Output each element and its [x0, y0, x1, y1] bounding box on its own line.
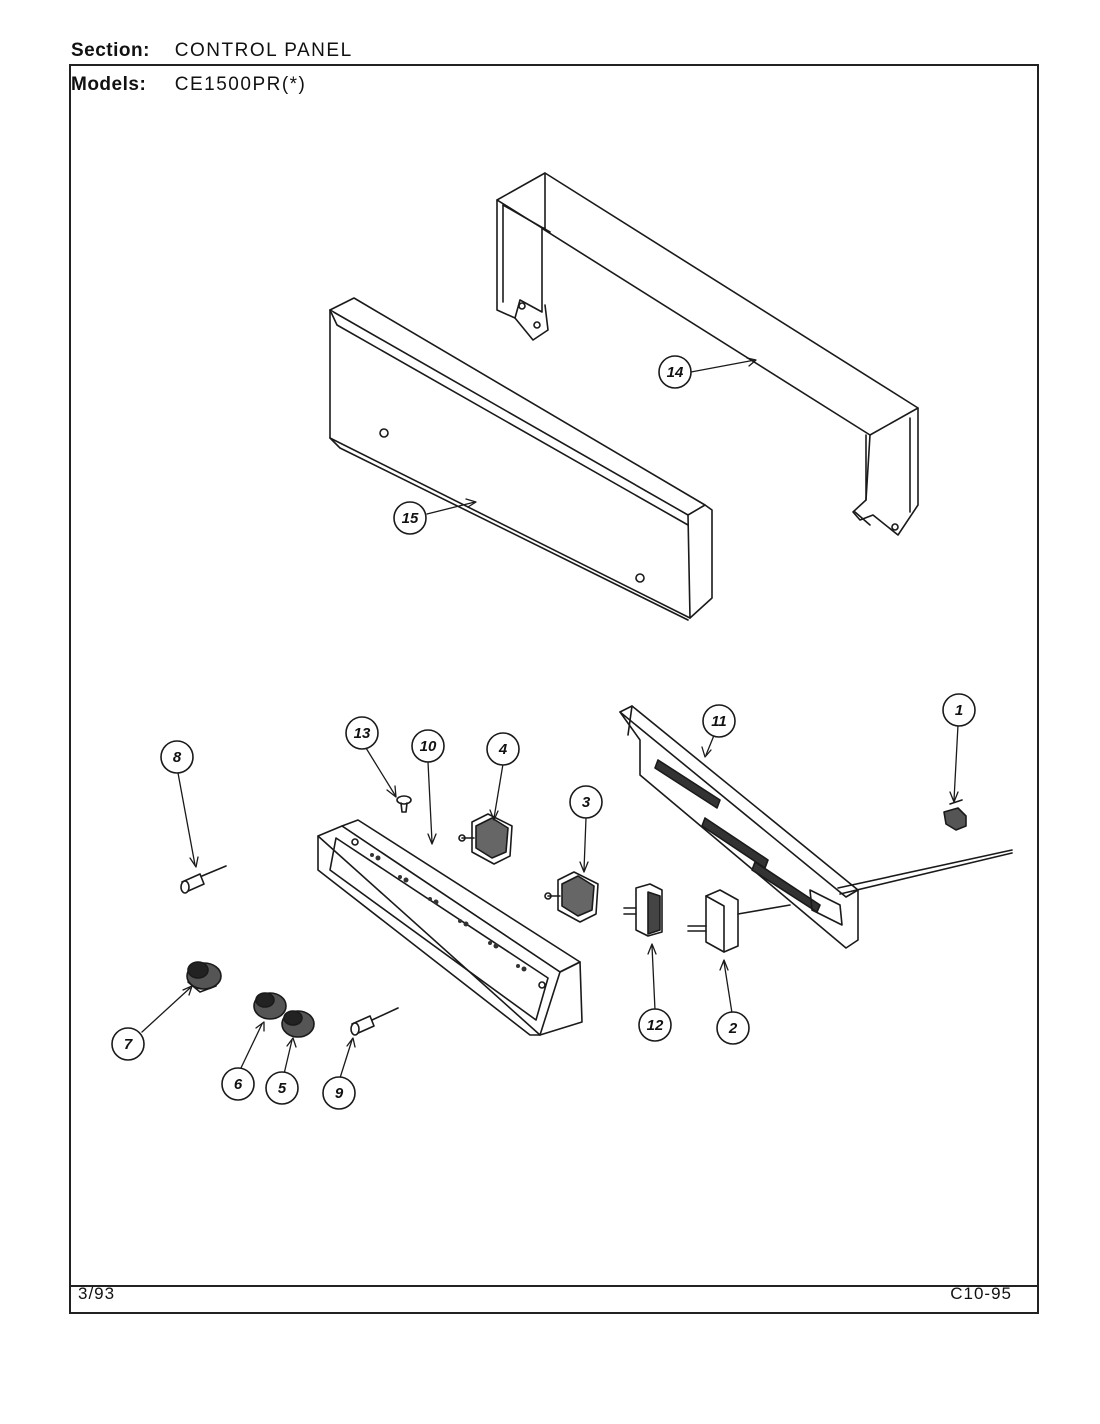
part-5-knob — [281, 1010, 315, 1038]
callout-4: 4 — [486, 732, 520, 766]
part-10-panel-bezel — [317, 819, 583, 1036]
callout-3: 3 — [569, 785, 603, 819]
part-8-indicator-light — [180, 865, 227, 894]
callout-3-label: 3 — [582, 794, 591, 811]
callout-9: 9 — [322, 1076, 356, 1110]
part-12-push-switch — [623, 883, 663, 937]
part-6-knob — [253, 992, 287, 1020]
callout-4-label: 4 — [498, 741, 508, 758]
part-9-indicator-light — [350, 1007, 399, 1036]
callout-15: 15 — [393, 501, 427, 535]
callout-11-label: 11 — [711, 713, 727, 730]
callout-5: 5 — [265, 1071, 299, 1105]
section-value: CONTROL PANEL — [174, 40, 353, 61]
callout-6-label: 6 — [234, 1076, 243, 1093]
callout-7-label: 7 — [124, 1036, 133, 1053]
section-row: Section: CONTROL PANEL — [71, 40, 353, 62]
callout-1: 1 — [942, 693, 976, 727]
section-label: Section: — [71, 40, 150, 61]
part-1-clip — [943, 799, 967, 831]
callout-13-label: 13 — [354, 725, 371, 742]
callout-13: 13 — [345, 716, 379, 750]
part-3-rotary-switch — [544, 871, 599, 923]
callout-6: 6 — [221, 1067, 255, 1101]
callout-5-label: 5 — [278, 1080, 287, 1097]
models-row: Models: CE1500PR(*) — [71, 74, 306, 96]
part-11-switch-bracket — [619, 705, 1013, 949]
callout-8: 8 — [160, 740, 194, 774]
footer-date: 3/93 — [78, 1284, 116, 1303]
callout-2: 2 — [716, 1011, 750, 1045]
callout-2-label: 2 — [728, 1020, 738, 1037]
callout-10-label: 10 — [420, 738, 437, 755]
callout-11: 11 — [702, 704, 736, 738]
callout-7: 7 — [111, 1027, 145, 1061]
diagram-frame — [69, 64, 1039, 1314]
callout-9-label: 9 — [335, 1085, 344, 1102]
part-4-rotary-switch — [458, 813, 513, 865]
models-label: Models: — [71, 74, 147, 95]
callout-12-label: 12 — [647, 1017, 664, 1034]
models-value: CE1500PR(*) — [174, 74, 307, 95]
part-14-rear-housing — [496, 172, 919, 536]
part-15-front-panel — [329, 297, 713, 621]
part-7-knob — [186, 961, 222, 993]
footer-code: C10-95 — [950, 1284, 1012, 1303]
callout-10: 10 — [411, 729, 445, 763]
callout-14: 14 — [658, 355, 692, 389]
leader-lines — [141, 357, 959, 1079]
callout-8-label: 8 — [173, 749, 182, 766]
callout-1-label: 1 — [955, 702, 963, 719]
footer-divider — [71, 1285, 1039, 1287]
callout-15-label: 15 — [402, 510, 419, 527]
part-2-switch — [687, 889, 791, 953]
bezel-indicator-dots — [370, 853, 527, 972]
callout-14-label: 14 — [667, 364, 684, 381]
callout-12: 12 — [638, 1008, 672, 1042]
part-13-screw — [396, 795, 412, 813]
